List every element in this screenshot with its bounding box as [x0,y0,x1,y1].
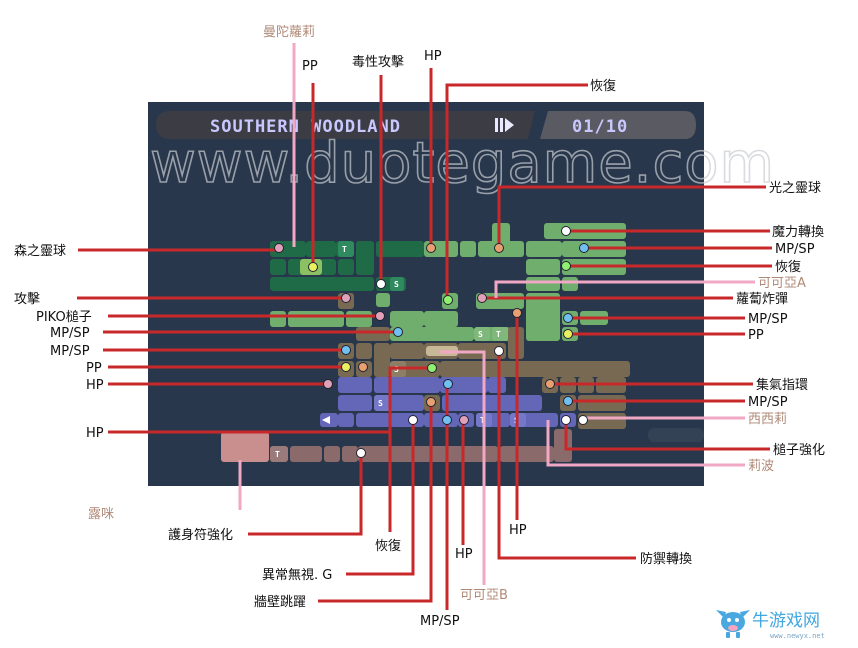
label-hp: HP [509,523,527,538]
label-mandragora: 曼陀蘿莉 [263,24,315,40]
map-room-lumi [221,432,269,462]
play-arrow-icon [495,118,514,132]
label-cocoa-b: 可可亞B [460,588,508,603]
label-recover: 恢復 [775,259,801,275]
label-defense-switch: 防禦轉換 [640,551,692,567]
label-hammer-upgrade: 槌子強化 [773,442,825,458]
teleport-tag: T [496,330,501,339]
label-mpsp: MP/SP [775,242,815,257]
label-poison-attack: 毒性攻擊 [352,54,404,70]
label-mpsp: MP/SP [748,395,788,410]
label-wall-jump: 牆壁跳躍 [254,595,306,610]
label-mpsp: MP/SP [748,312,788,327]
label-pp: PP [86,361,102,376]
label-carrot-bomb: 蘿蔔炸彈 [736,292,788,307]
label-hp: HP [424,49,442,64]
label-hp: HP [86,426,104,441]
area-name-text: SOUTHERN WOODLAND [210,117,401,137]
label-charge-ring: 集氣指環 [756,377,808,393]
label-pp: PP [748,328,764,343]
label-hp: HP [86,378,104,393]
label-recover: 恢復 [590,78,616,94]
item-counter-panel: 01/10 [540,111,696,139]
label-hp: HP [455,547,473,562]
save-tag: S [378,399,383,408]
label-cocoa-a: 可可亞A [758,276,806,291]
leader-lines-red [77,68,772,610]
label-mpsp: MP/SP [50,326,90,341]
site-logo: 牛游戏网 www.newyx.net [716,610,825,640]
item-counter-text: 01/10 [572,117,628,137]
label-status-ignore: 異常無視. G [262,568,332,583]
label-attack: 攻擊 [14,291,40,307]
label-ribbon: 莉波 [748,459,774,474]
exit-arrow-icon [322,416,330,424]
game-map-screen: SOUTHERN WOODLAND 01/10 www.duotegame.co… [148,102,775,486]
logo-url: www.newyx.net [770,632,825,640]
label-light-orb: 光之靈球 [769,181,821,196]
label-pp: PP [302,59,318,74]
label-mpsp: MP/SP [50,344,90,359]
area-name-banner: SOUTHERN WOODLAND [156,111,535,139]
item-labels: 曼陀蘿莉 PP 毒性攻擊 HP 恢復 森之靈球 攻擊 PIKO槌子 MP/SP … [14,24,825,629]
label-piko-hammer: PIKO槌子 [36,309,92,325]
label-lumi: 露咪 [88,507,114,522]
cow-mascot-icon [716,610,750,638]
save-tag: S [478,330,483,339]
teleport-tag: T [342,245,347,254]
label-recover: 恢復 [375,538,401,554]
teleport-tag: T [275,450,280,459]
save-tag: S [394,280,399,289]
label-cicini: 西西莉 [748,412,787,427]
label-mpsp: MP/SP [420,614,460,629]
label-amulet-upgrade: 護身符強化 [168,527,233,543]
item-markers [274,226,589,458]
leader-lines-pink [238,43,755,585]
label-forest-orb: 森之靈球 [14,244,66,259]
logo-name: 牛游戏网 [752,611,820,631]
label-magic-switch: 魔力轉換 [772,225,824,240]
